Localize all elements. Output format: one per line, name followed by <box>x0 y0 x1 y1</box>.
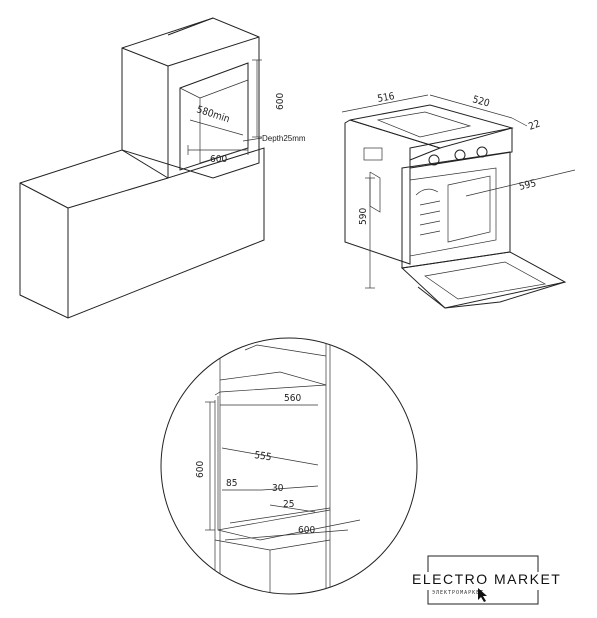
cabinet-top-width-label: 560 <box>284 393 301 404</box>
electro-market-logo: ELECTRO MARKET ЭЛЕКТРОМАРКЕТ <box>412 555 561 605</box>
cabinet-mid-width-label: 555 <box>254 450 273 463</box>
cabinet-detail-drawing <box>160 337 418 595</box>
knob-right <box>476 146 488 158</box>
knob-middle <box>454 149 466 161</box>
cabinet-side-gap-label: 85 <box>226 478 237 489</box>
control-panel <box>409 127 513 169</box>
cursor-icon <box>478 588 487 602</box>
oven-panel-label: 22 <box>527 119 542 133</box>
installation-cabinet-drawing <box>19 17 265 319</box>
install-gap-label: Depth25mm <box>262 134 306 143</box>
oven-side <box>344 119 442 265</box>
knob-left <box>428 154 440 166</box>
oven-depth-label: 520 <box>471 94 491 109</box>
cabinet-inset-label: 25 <box>283 499 294 510</box>
oven-drawing <box>341 94 576 309</box>
tall-cabinet <box>121 17 260 179</box>
oven-height-label: 590 <box>358 208 369 225</box>
oven-door <box>400 251 567 309</box>
logo-tagline: ЭЛЕКТРОМАРКЕТ <box>432 590 484 596</box>
cabinet-depth-offset-label: 30 <box>272 483 284 494</box>
oven-diagonal-label: 595 <box>518 178 537 193</box>
oven-front <box>401 151 511 269</box>
cabinet-height-label: 600 <box>195 461 206 478</box>
install-width-label: 600 <box>210 154 227 165</box>
oven-width-label: 516 <box>377 91 396 105</box>
detail-circle <box>160 337 418 595</box>
cabinet-bottom-width-label: 600 <box>298 525 315 536</box>
install-height-label: 600 <box>275 93 286 110</box>
logo-name: ELECTRO MARKET <box>412 571 561 587</box>
install-min-depth-label: 580min <box>195 104 231 125</box>
